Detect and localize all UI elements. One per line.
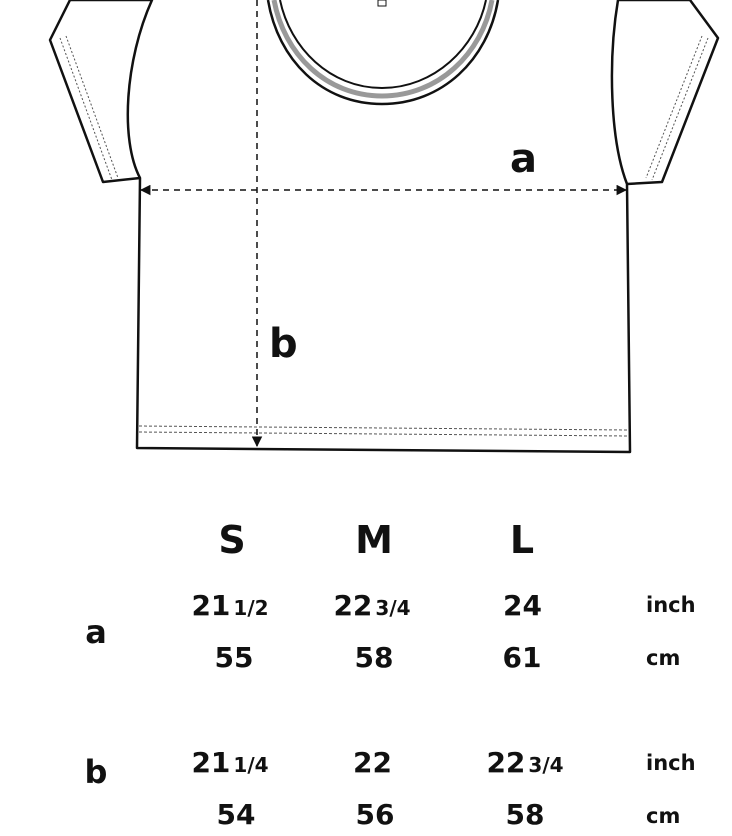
- neckline: [266, 0, 500, 106]
- unit-b-inch: inch: [646, 751, 696, 775]
- unit-a-inch: inch: [646, 593, 696, 617]
- unit-b-cm: cm: [646, 804, 681, 828]
- row-label-b: b: [84, 753, 108, 791]
- left-sleeve: [48, 0, 154, 184]
- right-sleeve: [610, 0, 720, 186]
- value-b-m-cm: 56: [355, 798, 395, 831]
- value-a-s-cm: 55: [214, 641, 254, 674]
- size-header-m: M: [355, 518, 393, 562]
- unit-a-cm: cm: [646, 646, 681, 670]
- value-a-l-inch: 24: [503, 589, 542, 622]
- value-b-s-cm: 54: [216, 798, 256, 831]
- measure-a-label: a: [510, 136, 537, 182]
- tshirt-body: [135, 177, 632, 454]
- value-b-l-cm: 58: [505, 798, 545, 831]
- value-a-l-cm: 61: [502, 641, 542, 674]
- tshirt-diagram: a b: [48, 0, 720, 454]
- value-a-m-cm: 58: [354, 641, 394, 674]
- row-label-a: a: [85, 613, 107, 651]
- measure-b-label: b: [269, 321, 298, 367]
- value-b-m-inch: 22: [353, 746, 392, 779]
- size-header-s: S: [218, 518, 246, 562]
- size-header-l: L: [509, 518, 535, 562]
